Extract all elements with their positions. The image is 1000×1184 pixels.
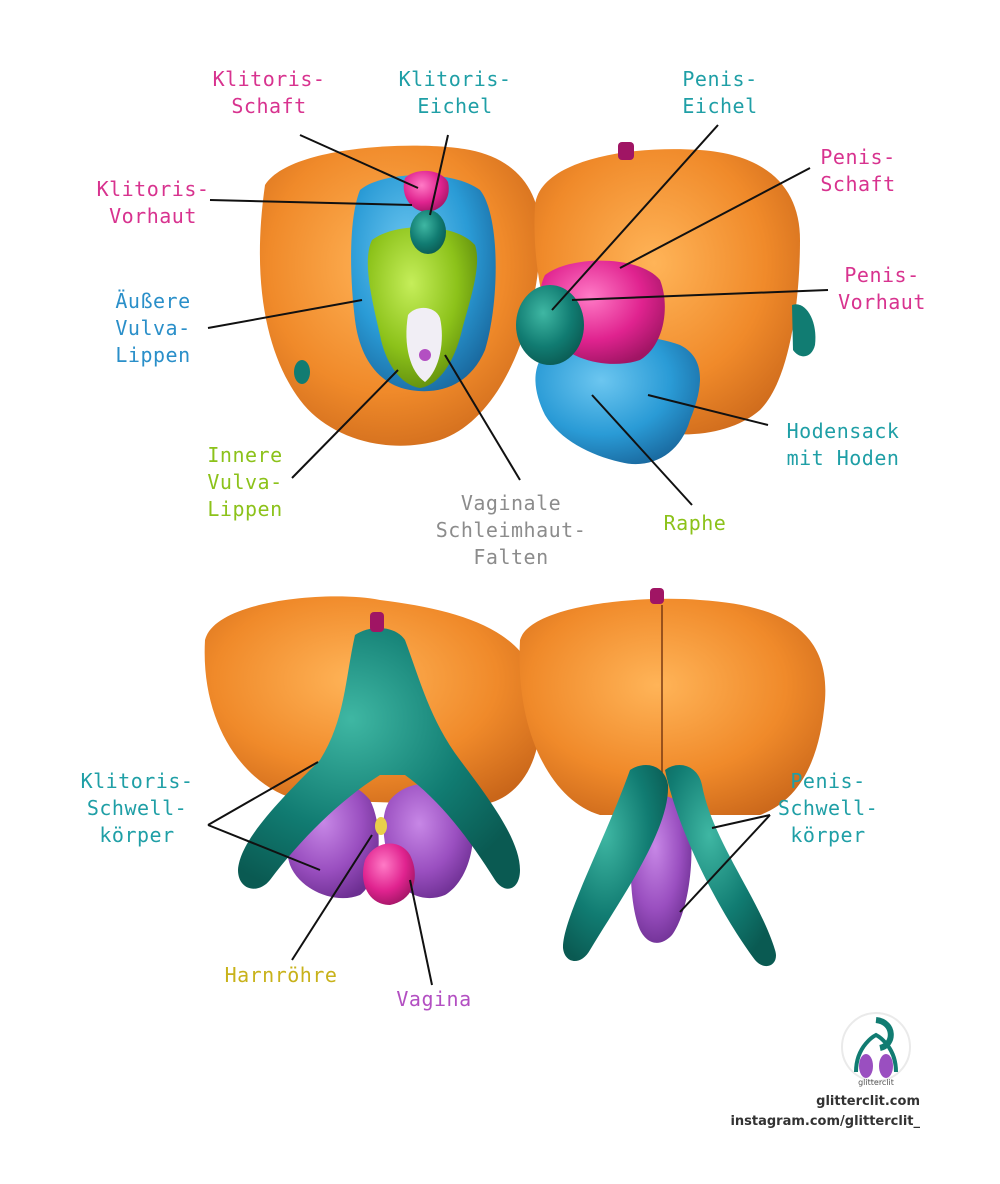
glitterclit-logo bbox=[841, 1012, 911, 1082]
label-vagina: Vagina bbox=[396, 987, 472, 1011]
label-penis-vorhaut: Penis- Vorhaut bbox=[838, 263, 926, 314]
instagram-link[interactable]: instagram.com/glitterclit_ bbox=[730, 1114, 920, 1129]
logo-text: glitterclit bbox=[858, 1078, 894, 1087]
leader-lines bbox=[207, 124, 829, 986]
label-klitoris-schwellkoerper: Klitoris- Schwell- körper bbox=[80, 769, 194, 847]
penis-plush-bottom bbox=[519, 588, 826, 967]
label-harnroehre: Harnröhre bbox=[224, 963, 338, 987]
penis-plush-top bbox=[516, 142, 816, 465]
footer-links: glitterclit.com instagram.com/glittercli… bbox=[700, 1092, 920, 1132]
label-aeussere-vulva-lippen: Äußere Vulva- Lippen bbox=[115, 289, 191, 367]
label-penis-schwellkoerper: Penis- Schwell- körper bbox=[777, 769, 879, 847]
label-raphe: Raphe bbox=[663, 511, 727, 535]
label-penis-schaft: Penis- Schaft bbox=[820, 145, 896, 196]
clitoris-plush-bottom bbox=[204, 596, 541, 905]
label-klitoris-schaft: Klitoris- Schaft bbox=[212, 67, 326, 118]
vulva-plush-top bbox=[259, 145, 541, 446]
label-penis-eichel: Penis- Eichel bbox=[682, 67, 758, 118]
website-link[interactable]: glitterclit.com bbox=[816, 1094, 920, 1109]
label-vaginale-schleimhaut-falten: Vaginale Schleimhaut- Falten bbox=[435, 491, 587, 569]
label-hodensack-mit-hoden: Hodensack mit Hoden bbox=[786, 419, 900, 470]
label-klitoris-vorhaut: Klitoris- Vorhaut bbox=[96, 177, 210, 228]
label-innere-vulva-lippen: Innere Vulva- Lippen bbox=[207, 443, 283, 521]
label-klitoris-eichel: Klitoris- Eichel bbox=[398, 67, 512, 118]
